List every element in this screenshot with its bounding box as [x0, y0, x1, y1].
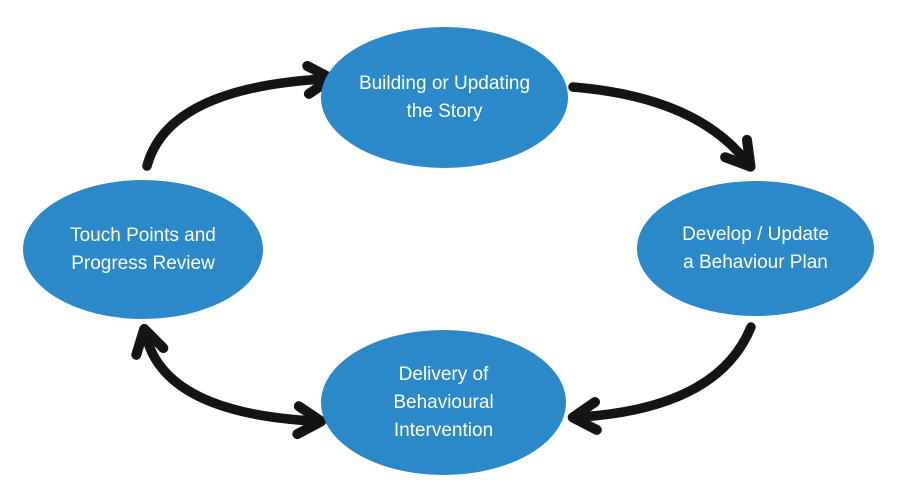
arrow-left-to-top [142, 60, 337, 171]
node-building-story-label: Building or Updating the Story [358, 72, 531, 122]
arrow-bottom-left-two-way [131, 323, 327, 440]
arrow-top-to-right [568, 82, 756, 172]
node-touch-points-label: Touch Points and Progress Review [70, 224, 216, 274]
node-delivery-intervention-label: Delivery of Behavioural Intervention [393, 363, 494, 441]
node-behaviour-plan: Develop / Update a Behaviour Plan [637, 181, 874, 316]
node-building-story: Building or Updating the Story [321, 27, 568, 168]
node-behaviour-plan-label: Develop / Update a Behaviour Plan [682, 223, 829, 273]
node-delivery-intervention: Delivery of Behavioural Intervention [321, 330, 566, 475]
node-touch-points: Touch Points and Progress Review [23, 180, 263, 319]
arrow-right-to-bottom [567, 322, 756, 435]
